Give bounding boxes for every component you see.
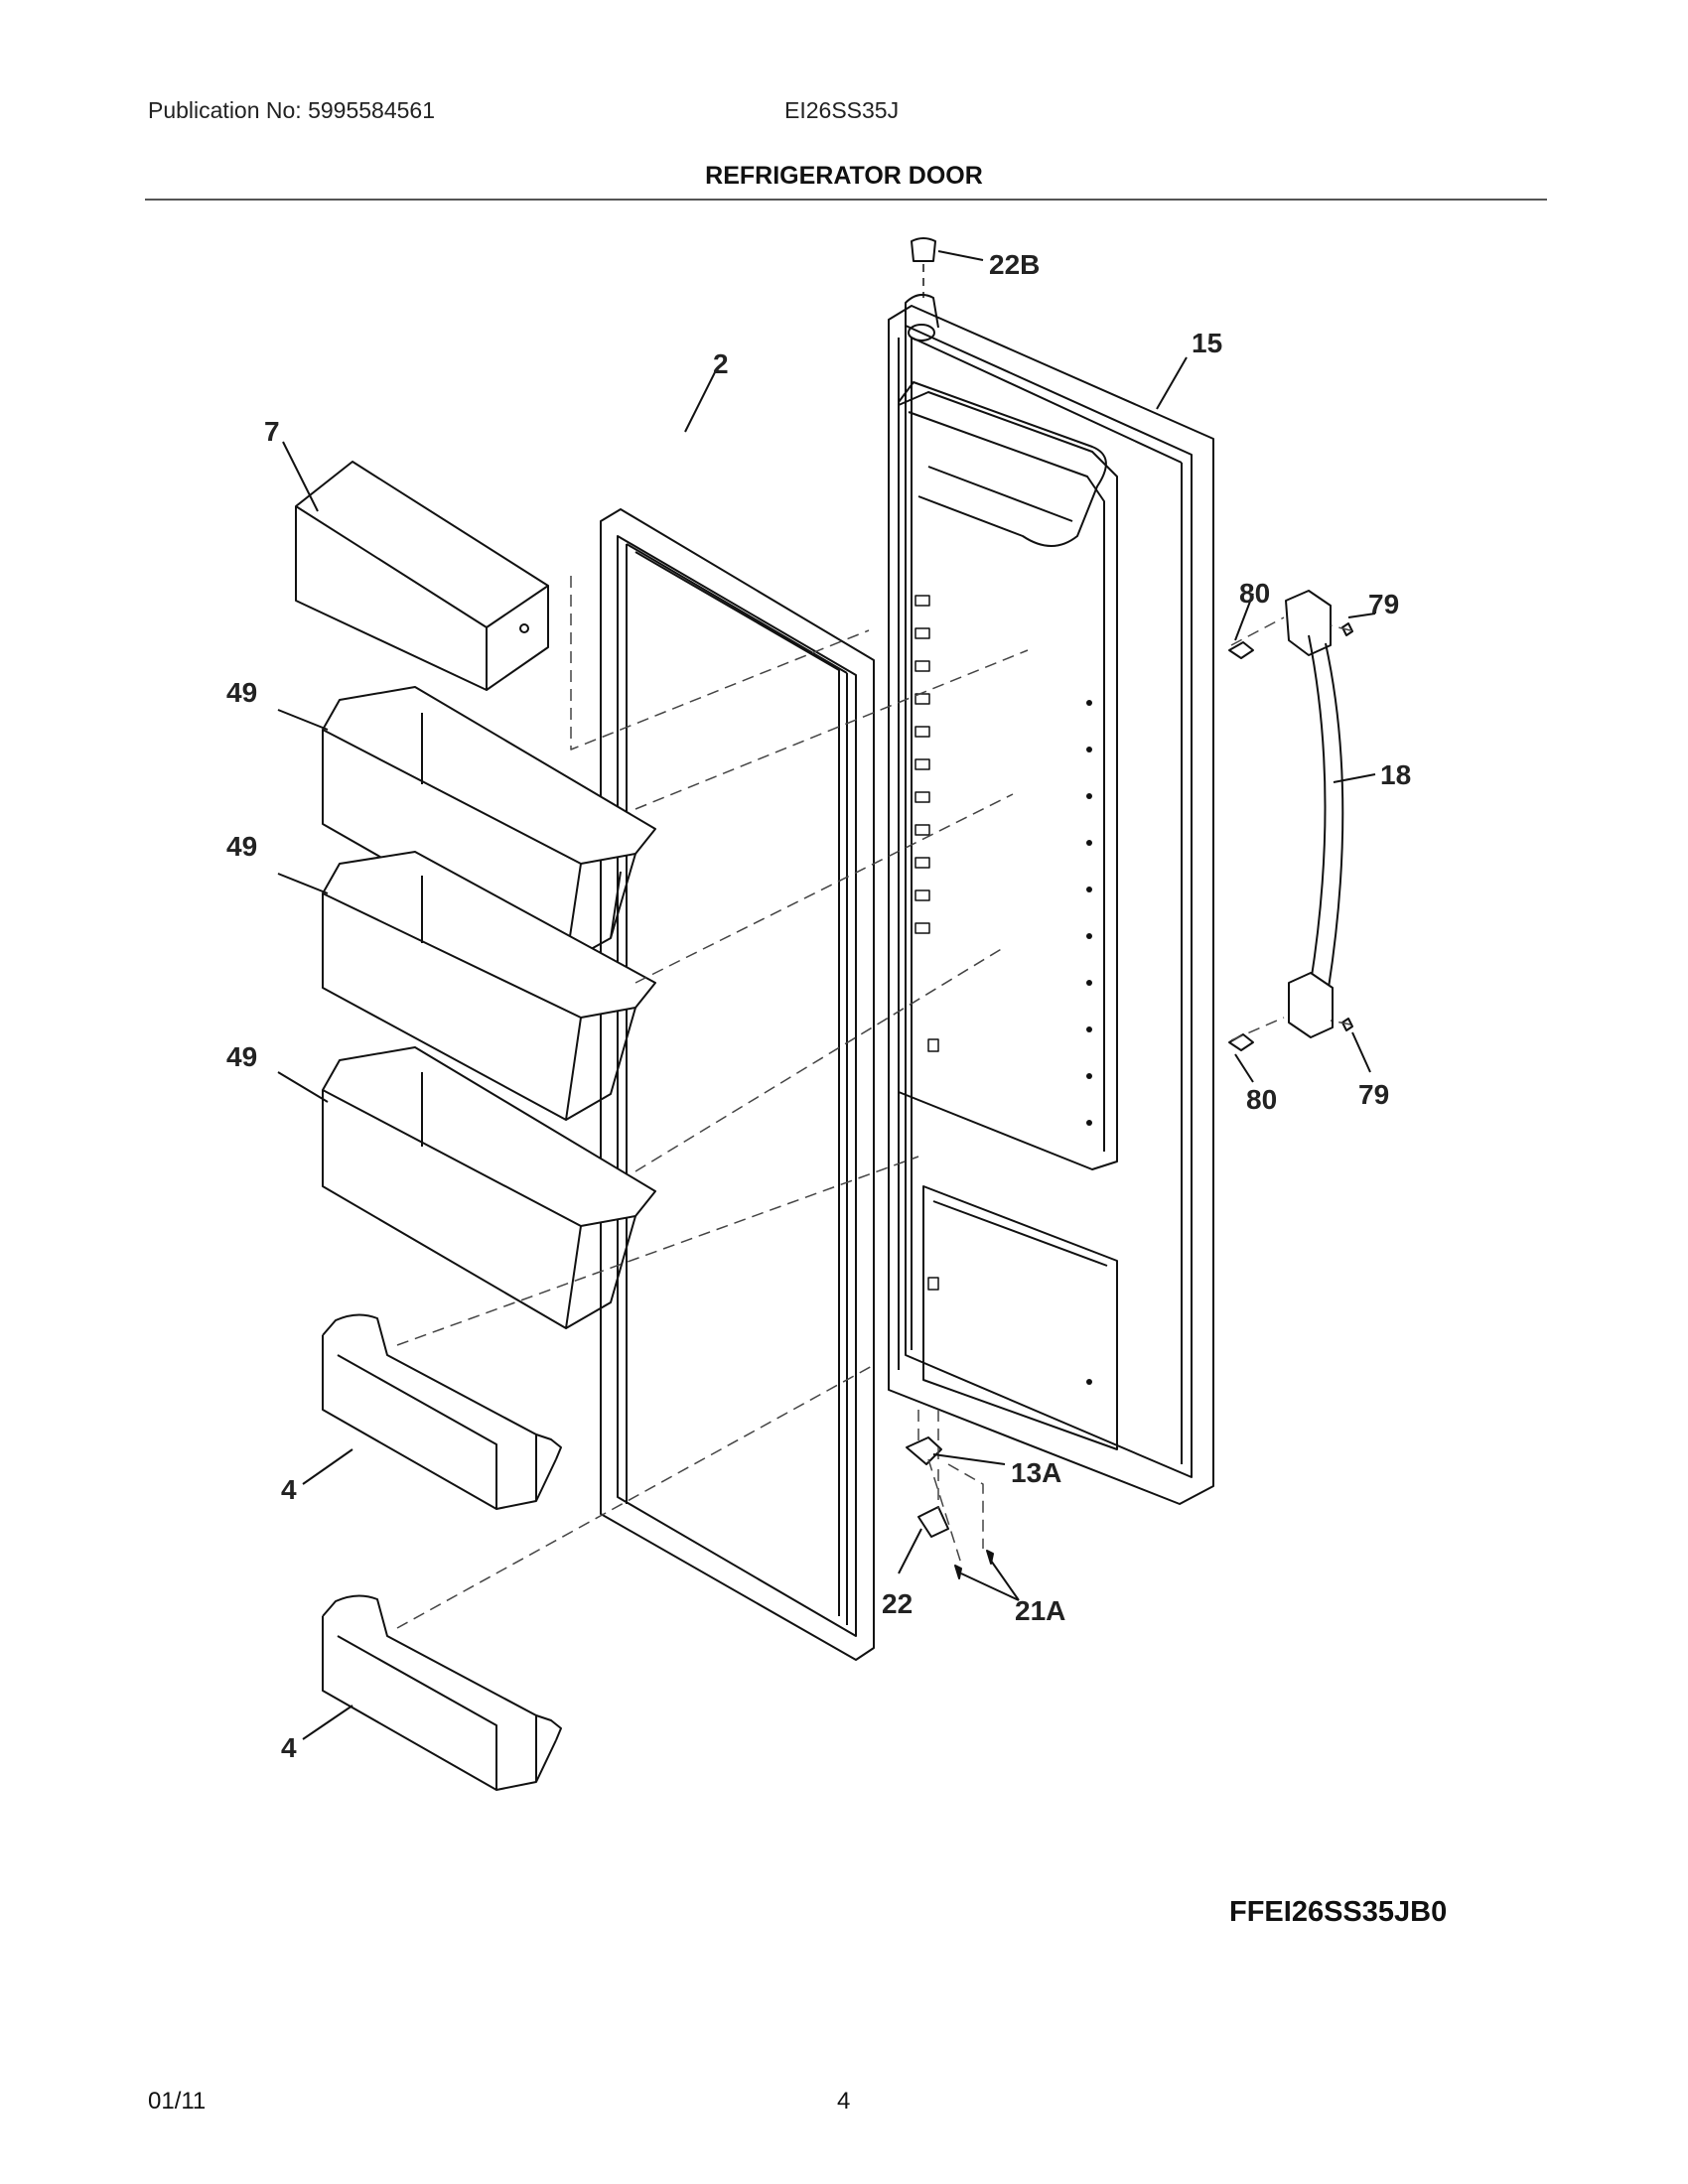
callout-15: 15 <box>1192 328 1222 358</box>
leader-lines <box>277 250 1376 1740</box>
door-bin-49-middle <box>322 851 656 1121</box>
door-shelf-4-upper <box>322 1313 562 1510</box>
callout-80-upper: 80 <box>1239 578 1270 609</box>
callout-2: 2 <box>713 348 729 379</box>
cap-22b-part <box>911 237 936 298</box>
callout-4-lower: 4 <box>281 1732 297 1763</box>
callout-18: 18 <box>1380 759 1411 790</box>
model-number: EI26SS35J <box>784 97 900 123</box>
callout-49-upper: 49 <box>226 677 257 708</box>
assembly-lines <box>396 576 1351 1629</box>
door-handle-18 <box>1285 590 1344 1038</box>
callout-21a: 21A <box>1015 1595 1065 1626</box>
drawing-code: FFEI26SS35JB0 <box>1229 1896 1448 1928</box>
callout-79-upper: 79 <box>1368 589 1399 619</box>
door-shelf-4-lower <box>322 1594 562 1791</box>
revision-date: 01/11 <box>148 2088 207 2115</box>
callout-4-upper: 4 <box>281 1474 297 1505</box>
door-panel <box>888 293 1214 1505</box>
door-gasket <box>600 508 875 1661</box>
page-title: REFRIGERATOR DOOR <box>705 162 983 190</box>
hardware-parts <box>906 622 1353 1579</box>
callout-49-middle: 49 <box>226 831 257 862</box>
door-bin-49-lower <box>322 1046 656 1329</box>
publication-number: Publication No: 5995584561 <box>148 97 436 123</box>
callout-22: 22 <box>882 1588 913 1619</box>
callout-79-lower: 79 <box>1358 1079 1389 1110</box>
callout-7: 7 <box>264 416 280 447</box>
callout-13a: 13A <box>1011 1457 1061 1488</box>
callout-80-lower: 80 <box>1246 1084 1277 1115</box>
dairy-bin-7 <box>295 461 549 691</box>
header-divider <box>145 199 1547 201</box>
callout-49-lower: 49 <box>226 1041 257 1072</box>
page-number: 4 <box>837 2088 851 2115</box>
callout-22b: 22B <box>989 249 1040 280</box>
